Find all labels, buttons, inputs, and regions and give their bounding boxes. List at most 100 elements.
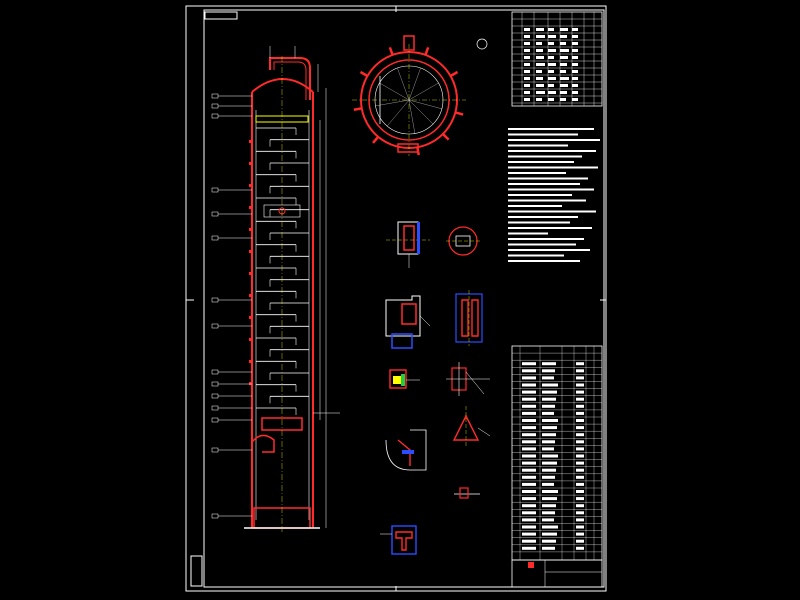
nozzle-table-cell-text <box>572 84 578 87</box>
detail-7-leader <box>477 427 491 437</box>
detail-3-leader <box>419 315 431 327</box>
parts-cell-text <box>542 376 554 380</box>
nozzle-table-cell-text <box>524 70 530 73</box>
tray-stack <box>249 127 309 415</box>
parts-cell-text <box>542 482 554 486</box>
parts-cell-text <box>522 518 536 522</box>
detail-lug-9 <box>454 487 480 499</box>
detail-clip-4 <box>455 290 483 346</box>
nozzle-table-cell-text <box>560 56 568 59</box>
parts-cell-text <box>576 468 584 472</box>
parts-cell-text <box>576 461 584 465</box>
shell-nozzle-stub <box>249 250 253 253</box>
parts-cell-text <box>542 411 554 415</box>
detail-flange-10 <box>380 525 417 555</box>
detail-views <box>380 221 491 555</box>
parts-cell-text <box>522 504 536 508</box>
plan-orientation-ray <box>397 67 410 101</box>
nozzle-table-cell-text <box>572 49 578 52</box>
parts-cell-text <box>542 490 558 493</box>
detail-1-body <box>397 221 419 255</box>
nozzle-table-cell-text <box>572 28 578 31</box>
parts-cell-text <box>522 454 536 458</box>
parts-cell-text <box>522 447 536 451</box>
parts-cell-text <box>576 525 584 529</box>
nozzle-table-cell-text <box>548 98 554 101</box>
parts-cell-text <box>576 447 584 451</box>
inner-border <box>203 9 605 588</box>
detail-6-diag <box>465 371 485 395</box>
nozzle-table-cell-text <box>572 35 578 38</box>
parts-cell-text <box>542 497 557 501</box>
plan-nozzle <box>442 133 450 141</box>
shell-nozzle-stub <box>249 338 253 341</box>
plan-top-nozzle <box>403 35 415 51</box>
nozzle-tag-box <box>211 235 219 241</box>
vapor-outlet-pipe <box>269 57 311 100</box>
plan-nozzle-set <box>353 46 464 156</box>
shell-nozzle-stub <box>249 140 253 143</box>
parts-list-rows <box>512 346 602 560</box>
nozzle-table-cell-text <box>536 77 543 80</box>
parts-cell-text <box>542 419 558 422</box>
detail-5-fill <box>393 376 401 384</box>
nozzle-table-cell-text <box>524 91 530 94</box>
note-line <box>508 238 584 240</box>
plan-orientation-ray <box>408 67 421 101</box>
detail-flange-1 <box>386 221 430 268</box>
parts-cell-text <box>542 454 558 458</box>
parts-cell-text <box>522 525 536 529</box>
nozzle-tag-box <box>211 369 219 375</box>
nozzle-tag-box <box>211 513 219 519</box>
parts-cell-text <box>576 433 584 437</box>
detail-10-plate <box>395 531 413 551</box>
plan-orientation-ray <box>408 82 439 101</box>
parts-cell-text <box>522 532 536 536</box>
nozzle-tag-box <box>211 417 219 423</box>
nozzle-table-cell-text <box>524 77 530 80</box>
parts-cell-text <box>576 482 584 486</box>
nozzle-tag-box <box>211 405 219 411</box>
parts-cell-text <box>522 539 536 543</box>
parts-cell-text <box>522 390 536 394</box>
nozzle-table-cell-text <box>560 63 567 66</box>
nozzle-table-cell-text <box>560 70 566 73</box>
plan-nozzle <box>449 70 459 78</box>
parts-cell-text <box>522 433 536 437</box>
shell-nozzle-stub <box>249 162 253 165</box>
parts-cell-text <box>542 461 557 465</box>
parts-cell-text <box>576 518 584 522</box>
nozzle-tag-box <box>211 187 219 193</box>
nozzle-table-cell-text <box>560 84 568 87</box>
nozzle-table-cell-text <box>524 42 530 45</box>
parts-cell-text <box>542 546 555 550</box>
detail-bracket-3 <box>385 295 431 349</box>
parts-cell-text <box>522 426 536 430</box>
plan-orientation-ray <box>375 99 410 107</box>
parts-cell-text <box>522 369 536 373</box>
parts-cell-text <box>576 475 584 479</box>
drawing-number-box <box>204 11 238 20</box>
nozzle-table-cell-text <box>536 70 542 73</box>
parts-cell-text <box>542 475 555 479</box>
plan-nozzle <box>359 70 369 78</box>
detail-8-arc <box>385 429 427 471</box>
nozzle-table-cell-text <box>524 84 530 87</box>
parts-cell-text <box>576 440 584 444</box>
parts-cell-text <box>576 504 584 508</box>
nozzle-table-cell-text <box>536 35 545 38</box>
technical-notes <box>508 128 600 262</box>
nozzle-table-cell-text <box>536 91 545 94</box>
note-line <box>508 139 600 141</box>
detail-8-blue <box>402 450 414 454</box>
column-elevation <box>211 46 340 532</box>
nozzle-table-cell-text <box>536 63 545 66</box>
parts-cell-text <box>576 369 584 373</box>
nozzle-table-cell-text <box>548 35 556 38</box>
parts-cell-text <box>576 404 584 408</box>
left-margin-box <box>190 555 203 587</box>
detail-1-blue-edge <box>417 222 420 254</box>
plan-nozzle <box>424 46 430 56</box>
plan-orientation-ray <box>408 99 416 134</box>
